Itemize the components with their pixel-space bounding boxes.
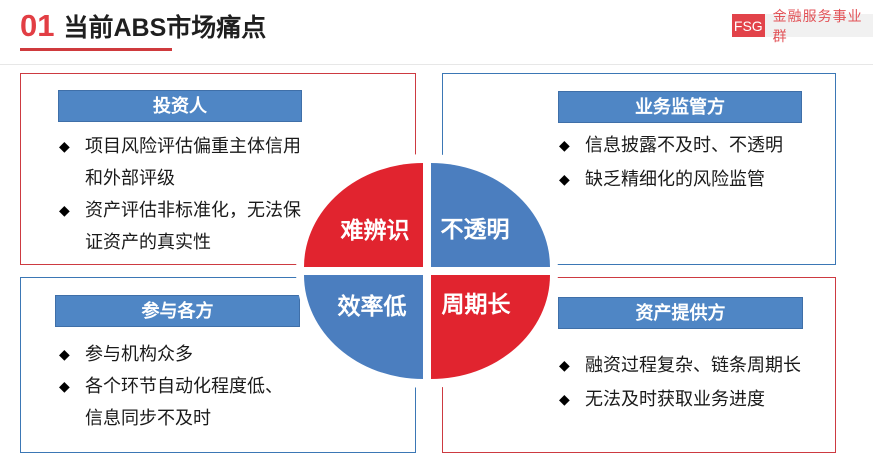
quadrant-label: 不透明 xyxy=(440,216,510,242)
list-item: 信息同步不及时 xyxy=(59,402,283,434)
diamond-bullet-icon: ◆ xyxy=(59,378,70,394)
page-header: 01 当前ABS市场痛点 xyxy=(20,6,266,46)
list-item: ◆ 各个环节自动化程度低、 xyxy=(59,370,283,402)
bullet-text: 缺乏精细化的风险监管 xyxy=(585,169,765,189)
panel-investors-title: 投资人 xyxy=(58,90,302,122)
brand-name: 金融服务事业群 xyxy=(764,8,873,44)
panel-regulators-bullets: ◆ 信息披露不及时、不透明 ◆ 缺乏精细化的风险监管 xyxy=(559,128,783,196)
diamond-bullet-icon xyxy=(59,226,85,258)
quadrant-label: 周期长 xyxy=(441,291,511,317)
diamond-bullet-icon xyxy=(59,402,85,434)
list-item: 和外部评级 xyxy=(59,162,301,194)
diamond-bullet-icon: ◆ xyxy=(559,391,570,407)
brand-abbr: FSG xyxy=(732,14,765,37)
quadrant-circle-halo xyxy=(296,154,558,388)
list-item: ◆ 信息披露不及时、不透明 xyxy=(559,128,783,162)
bullet-text: 参与机构众多 xyxy=(85,344,193,364)
diamond-bullet-icon: ◆ xyxy=(559,137,570,153)
bullet-text: 无法及时获取业务进度 xyxy=(585,389,765,409)
panel-asset-providers-title: 资产提供方 xyxy=(558,297,803,329)
panel-regulators: 业务监管方 ◆ 信息披露不及时、不透明 ◆ 缺乏精细化的风险监管 xyxy=(442,73,836,265)
diamond-bullet-icon: ◆ xyxy=(59,138,70,154)
bullet-text: 信息同步不及时 xyxy=(85,408,211,428)
list-item: ◆ 资产评估非标准化，无法保 xyxy=(59,194,301,226)
bullet-text: 资产评估非标准化，无法保 xyxy=(85,200,301,220)
brand-badge: FSG 金融服务事业群 xyxy=(732,8,873,44)
diamond-bullet-icon: ◆ xyxy=(59,346,70,362)
list-item: ◆ 项目风险评估偏重主体信用 xyxy=(59,130,301,162)
list-item: 证资产的真实性 xyxy=(59,226,301,258)
header-divider xyxy=(0,64,873,65)
bullet-text: 各个环节自动化程度低、 xyxy=(85,376,283,396)
bullet-text: 和外部评级 xyxy=(85,168,175,188)
list-item: ◆ 参与机构众多 xyxy=(59,338,283,370)
panel-participants-title: 参与各方 xyxy=(55,295,300,327)
quadrant-label: 效率低 xyxy=(337,293,407,319)
diamond-bullet-icon: ◆ xyxy=(559,171,570,187)
diamond-bullet-icon: ◆ xyxy=(559,357,570,373)
list-item: ◆ 融资过程复杂、链条周期长 xyxy=(559,348,801,382)
title-underline xyxy=(20,48,172,51)
list-item: ◆ 无法及时获取业务进度 xyxy=(559,382,801,416)
bullet-text: 证资产的真实性 xyxy=(85,232,211,252)
diamond-bullet-icon: ◆ xyxy=(59,202,70,218)
diamond-bullet-icon xyxy=(59,162,85,194)
panel-asset-providers-bullets: ◆ 融资过程复杂、链条周期长 ◆ 无法及时获取业务进度 xyxy=(559,348,801,416)
panel-participants: 参与各方 ◆ 参与机构众多 ◆ 各个环节自动化程度低、 信息同步不及时 xyxy=(20,277,416,453)
page-title: 当前ABS市场痛点 xyxy=(63,14,267,42)
panel-investors-bullets: ◆ 项目风险评估偏重主体信用 和外部评级 ◆ 资产评估非标准化，无法保 证资产的真实… xyxy=(59,130,301,258)
bullet-text: 融资过程复杂、链条周期长 xyxy=(585,355,801,375)
bullet-text: 项目风险评估偏重主体信用 xyxy=(85,136,301,156)
list-item: ◆ 缺乏精细化的风险监管 xyxy=(559,162,783,196)
panel-participants-bullets: ◆ 参与机构众多 ◆ 各个环节自动化程度低、 信息同步不及时 xyxy=(59,338,283,434)
quadrant-label: 难辨识 xyxy=(340,217,410,243)
bullet-text: 信息披露不及时、不透明 xyxy=(585,135,783,155)
panel-regulators-title: 业务监管方 xyxy=(558,91,802,123)
section-number: 01 xyxy=(20,8,55,43)
panel-investors: 投资人 ◆ 项目风险评估偏重主体信用 和外部评级 ◆ 资产评估非标准化，无法保 证资… xyxy=(20,73,416,265)
